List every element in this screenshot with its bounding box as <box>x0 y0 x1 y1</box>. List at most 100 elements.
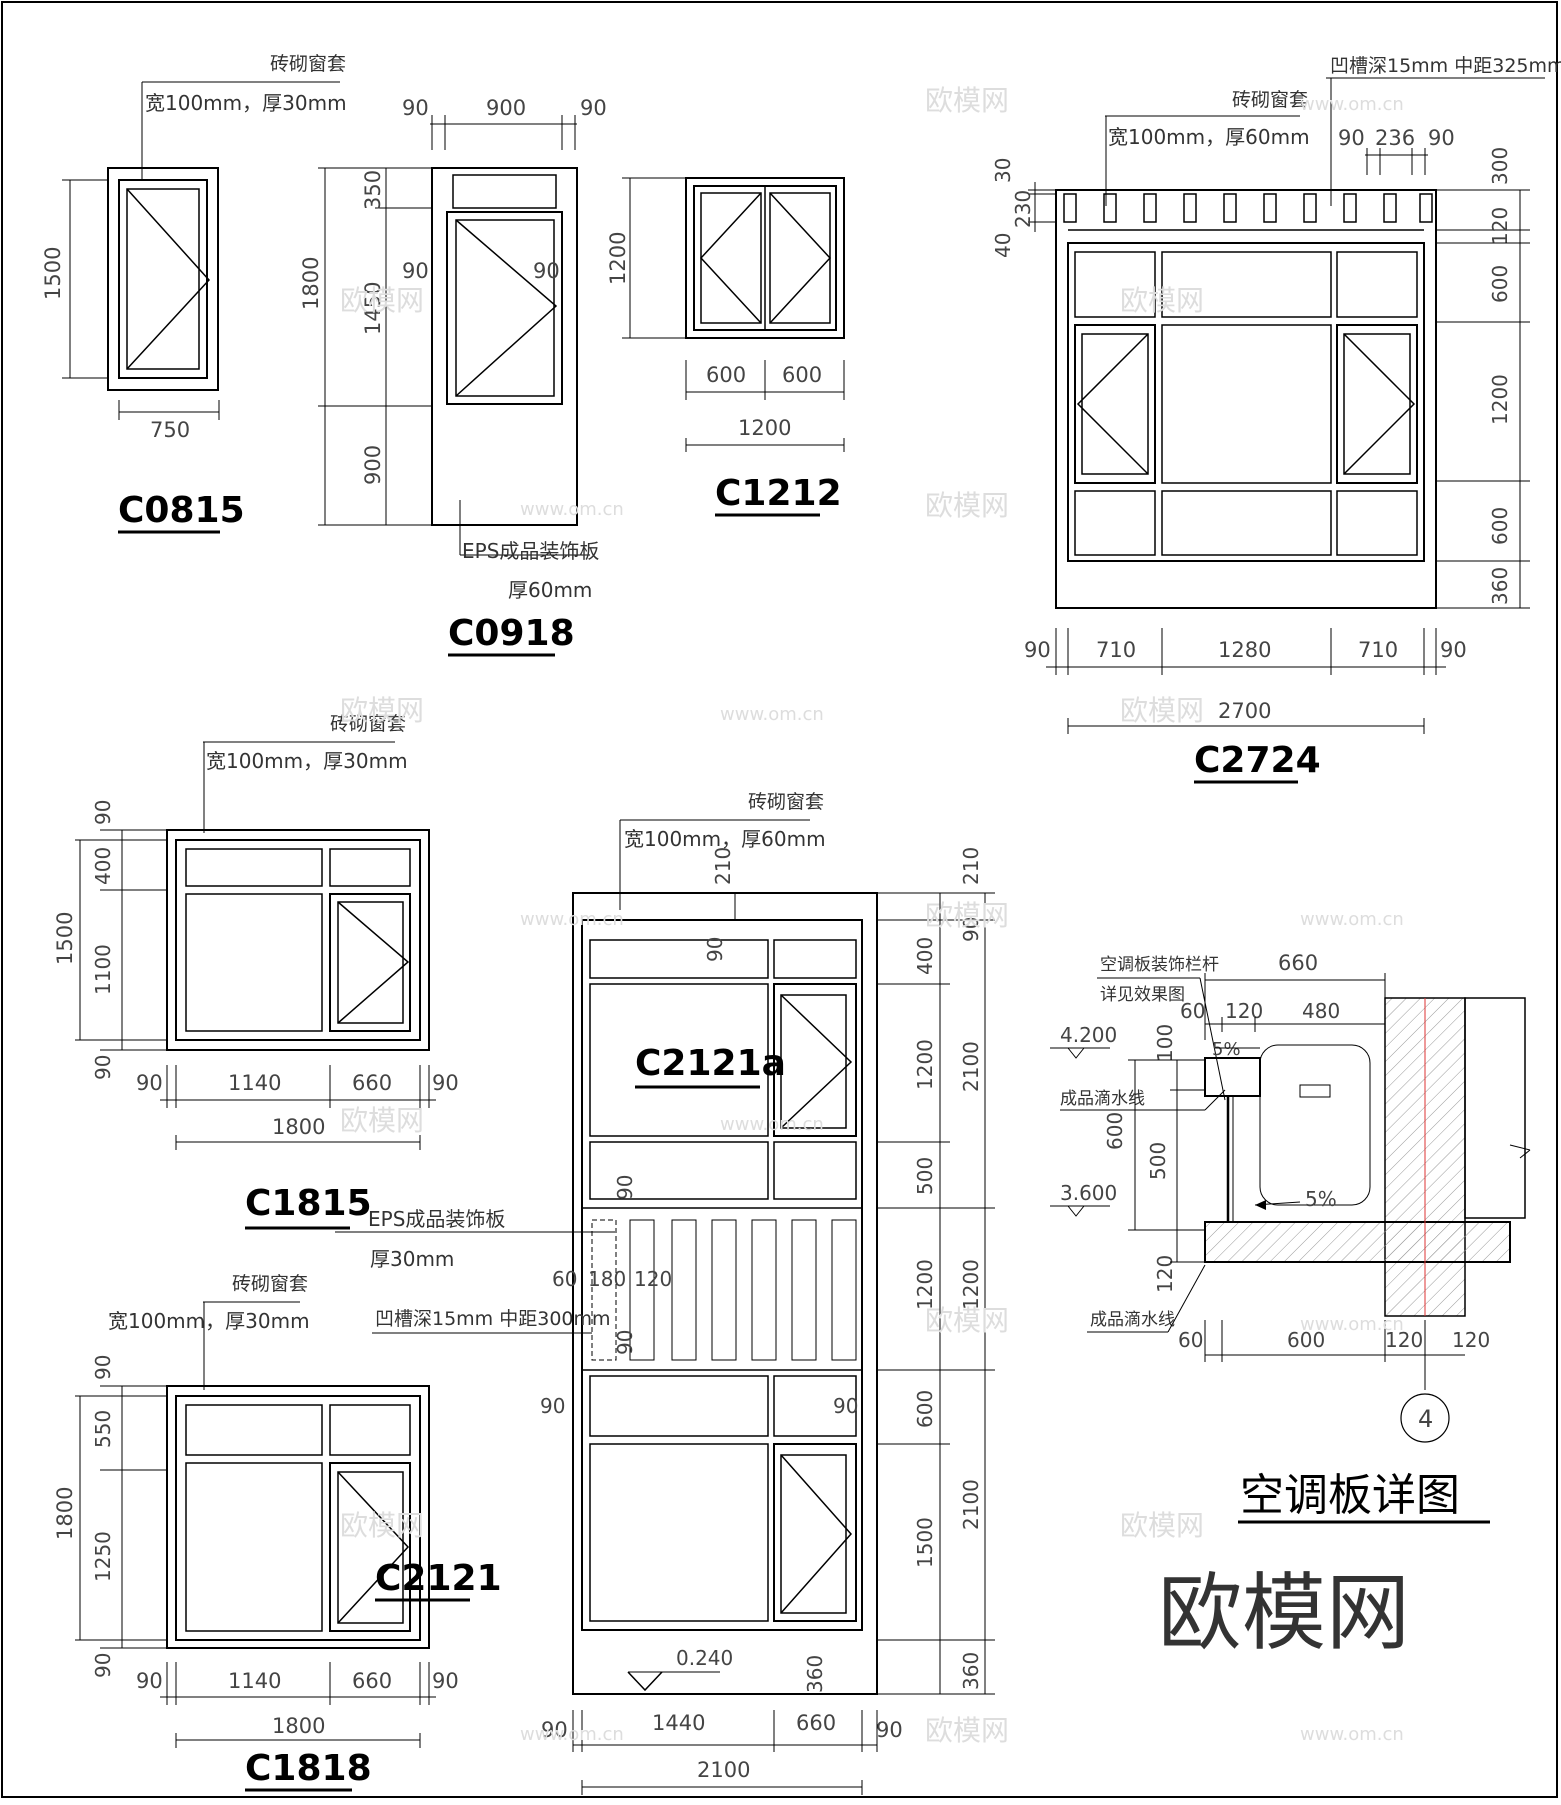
watermark-url-1: www.om.cn <box>520 499 624 520</box>
window-c2724: 凹槽深15mm 中距325mm 砖砌窗套 宽100mm，厚60mm 90 236… <box>991 55 1561 784</box>
c1818-left-dim-4: 90 <box>91 1653 115 1678</box>
c0918-dim-total: 1800 <box>299 257 323 310</box>
c1212-opening-mark-left <box>699 192 762 324</box>
watermark-faint-9: 欧模网 <box>925 1304 1009 1337</box>
watermark-url-3: www.om.cn <box>720 704 824 725</box>
c2724-right-dim-5: 600 <box>1488 507 1512 545</box>
c2121a-right-dim-2: 1200 <box>913 1039 937 1090</box>
c2724-opening-mark-left <box>1076 333 1149 475</box>
c2121a-right-dim-1: 400 <box>913 937 937 975</box>
c1815-name: C1815 <box>245 1183 372 1224</box>
c0918-dim-part-2: 1450 <box>361 282 385 335</box>
c1818-name: C1818 <box>245 1748 372 1789</box>
c2121a-total-dim-4: 1200 <box>959 1259 983 1310</box>
ac-bottom-dim-1: 60 <box>1178 1328 1203 1352</box>
c1818-dim-width: 1800 <box>272 1714 325 1738</box>
ac-slope-inner: 5% <box>1305 1187 1337 1211</box>
watermark-url-2: www.om.cn <box>1300 94 1404 115</box>
c2121a-level-marker <box>627 1671 663 1692</box>
ac-bottom-dim-3: 120 <box>1385 1328 1423 1352</box>
c2121a-total-dim-2: 90 <box>959 917 983 942</box>
c1212-name: C1212 <box>715 473 842 514</box>
c2724-groove-note: 凹槽深15mm 中距325mm <box>1330 55 1561 77</box>
c1815-bottom-dim-4: 90 <box>432 1071 459 1095</box>
c1815-dim-width: 1800 <box>272 1115 325 1139</box>
watermark-faint-1: 欧模网 <box>925 84 1009 117</box>
watermark-faint-12: 欧模网 <box>925 1714 1009 1747</box>
c1212-surround <box>685 177 845 339</box>
c0918-opening-mark <box>455 219 558 397</box>
c2121a-inner-dim-1: 90 <box>613 1175 637 1200</box>
c1212-dim-width: 1200 <box>738 416 791 440</box>
c2121a-bottom-dim-3: 660 <box>796 1711 836 1735</box>
c2724-opening-mark-right <box>1343 333 1416 475</box>
c2121a-right-dim-5: 600 <box>913 1390 937 1428</box>
c2724-name: C2724 <box>1194 740 1321 781</box>
c2121a-groove-dim-3: 120 <box>634 1267 672 1291</box>
c1815-dim-height: 1500 <box>53 912 77 965</box>
c0918-surround <box>431 167 578 526</box>
c2121a-opening-mark-upper <box>780 994 853 1129</box>
c2724-right-dim-6: 360 <box>1488 567 1512 605</box>
watermark-url-9: www.om.cn <box>1300 1724 1404 1745</box>
watermark-brand: 欧模网 <box>1158 1564 1410 1662</box>
c2121a-right-dim-3: 500 <box>913 1157 937 1195</box>
watermark-url-5: www.om.cn <box>1300 909 1404 930</box>
watermark-url-4: www.om.cn <box>520 909 624 930</box>
watermark-url-8: www.om.cn <box>520 1724 624 1745</box>
watermark-faint-6: 欧模网 <box>1120 694 1204 727</box>
c0815-dim-width: 750 <box>150 418 190 442</box>
ac-board-detail: 空调板装饰栏杆 详见效果图 660 60 120 480 5% 4.200 成品… <box>1050 951 1531 1524</box>
watermark-faint-7: 欧模网 <box>925 899 1009 932</box>
c2724-right-dim-3: 600 <box>1488 265 1512 303</box>
c1818-label-inside: C2121 <box>375 1558 502 1599</box>
window-c1815: 砖砌窗套 宽100mm，厚30mm 90 400 1100 90 1500 90… <box>53 713 459 1230</box>
c1815-left-dim-2: 400 <box>91 847 115 885</box>
c1212-opening-mark-right <box>769 192 832 324</box>
c2724-groove-dim-2: 236 <box>1375 126 1415 150</box>
ac-drip-1: 成品滴水线 <box>1060 1089 1145 1109</box>
ac-level-bottom: 3.600 <box>1060 1181 1117 1205</box>
ac-railing <box>1204 1057 1261 1097</box>
ac-detail-title: 空调板详图 <box>1240 1470 1460 1521</box>
c2121a-surround <box>572 892 878 1695</box>
c1815-surround <box>166 829 430 1051</box>
c2121a-dim-width: 2100 <box>697 1758 750 1782</box>
c2724-left-dim-1: 30 <box>991 158 1015 183</box>
window-c1212: 1200 600 600 1200 C1212 <box>606 177 845 517</box>
c1818-left-dim-2: 550 <box>91 1410 115 1448</box>
ac-axis-bubble <box>1400 1393 1450 1443</box>
ac-slope: 5% <box>1212 1039 1241 1060</box>
c0918-top-dim-2: 900 <box>486 96 526 120</box>
c2121a-groove-note: 凹槽深15mm 中距300mm <box>375 1308 611 1330</box>
c0815-note-title: 砖砌窗套 <box>270 53 346 75</box>
watermark-url-7: www.om.cn <box>1300 1314 1404 1335</box>
ac-left-dim-4: 120 <box>1153 1255 1177 1293</box>
c2121a-name: C2121a <box>635 1043 786 1084</box>
c2121a-eps-thickness: 厚30mm <box>370 1247 454 1271</box>
c1815-left-dim-3: 1100 <box>91 944 115 995</box>
c0918-dim-part-3: 900 <box>361 445 385 485</box>
c0918-eps-note: EPS成品装饰板 <box>462 539 599 563</box>
c2724-left-dim-3: 40 <box>991 233 1015 258</box>
c2121a-top-dim-1: 210 <box>711 847 735 885</box>
c1818-surround <box>166 1385 430 1649</box>
ac-level-top-marker <box>1067 1047 1085 1059</box>
c2724-right-dim-2: 120 <box>1488 207 1512 245</box>
c1818-note-spec: 宽100mm，厚30mm <box>108 1309 310 1333</box>
ac-bottom-dim-4: 120 <box>1452 1328 1490 1352</box>
c2121a-note-title: 砖砌窗套 <box>748 791 824 813</box>
window-c0815: 砖砌窗套 宽100mm，厚30mm 1500 750 C0815 <box>41 53 347 534</box>
c1815-bottom-dim-3: 660 <box>352 1071 392 1095</box>
watermark-faint-11: 欧模网 <box>1120 1509 1204 1542</box>
c2121a-inner-dim-2: 90 <box>613 1330 637 1355</box>
ac-railing-note: 空调板装饰栏杆 <box>1100 955 1219 975</box>
c1212-dim-w2: 600 <box>782 363 822 387</box>
ac-top-dim-4: 480 <box>1302 999 1340 1023</box>
c1818-bottom-dim-3: 660 <box>352 1669 392 1693</box>
c1818-bottom-dim-4: 90 <box>432 1669 459 1693</box>
window-c1818: 砖砌窗套 宽100mm，厚30mm C2121 90 550 1250 90 1… <box>53 1273 502 1792</box>
watermark-faint-8: 欧模网 <box>340 1104 424 1137</box>
